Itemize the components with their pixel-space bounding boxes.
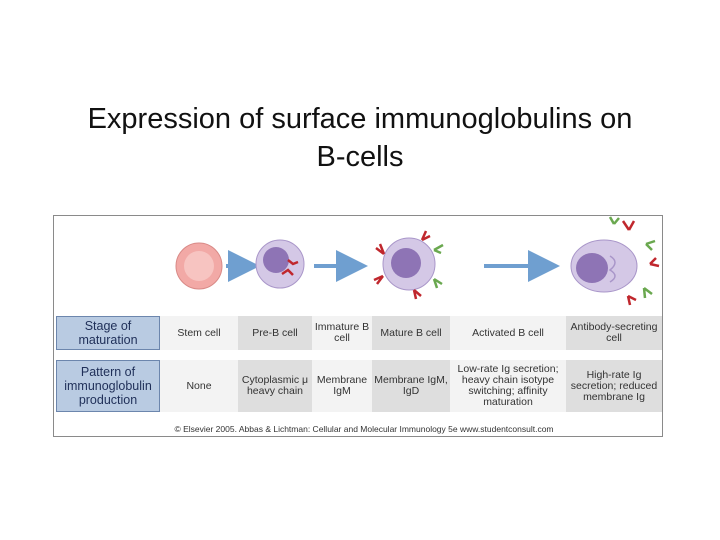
production-label: Cytoplasmic μ heavy chain bbox=[238, 360, 312, 412]
figure-credit: © Elsevier 2005. Abbas & Lichtman: Cellu… bbox=[174, 424, 554, 434]
slide-title-line-2: B-cells bbox=[316, 141, 404, 173]
stage-label: Immature B cell bbox=[314, 321, 370, 344]
stage-label: Pre-B cell bbox=[238, 316, 312, 350]
production-label: None bbox=[186, 379, 212, 392]
stage-label: Antibody-secreting cell bbox=[566, 316, 662, 350]
slide-title-line-1: Expression of surface immunoglobulins on bbox=[87, 103, 633, 135]
pre-b-cell-icon bbox=[255, 239, 305, 289]
production-label: Low-rate Ig secretion; heavy chain isoty… bbox=[457, 363, 559, 408]
production-label: High-rate Ig secretion; reduced membrane… bbox=[566, 360, 662, 412]
slide-title: Expression of surface immunoglobulins on… bbox=[40, 100, 680, 176]
row-header-production: Pattern of immunoglobulin production bbox=[56, 360, 160, 412]
stage-label: Stem cell bbox=[177, 326, 221, 339]
production-label: Membrane IgM bbox=[316, 374, 368, 397]
stem-cell-icon bbox=[175, 242, 223, 290]
antibody-secreting-cell-icon bbox=[570, 216, 660, 306]
cells-illustration bbox=[175, 216, 660, 306]
mature-b-cell-icon bbox=[373, 230, 444, 300]
b-cell-maturation-figure: Stage of maturation Pattern of immunoglo… bbox=[53, 215, 663, 437]
row-header-stage: Stage of maturation bbox=[56, 316, 160, 350]
stage-label: Mature B cell bbox=[372, 316, 450, 350]
production-label: Membrane IgM, IgD bbox=[372, 360, 450, 412]
stage-label: Activated B cell bbox=[472, 326, 544, 339]
